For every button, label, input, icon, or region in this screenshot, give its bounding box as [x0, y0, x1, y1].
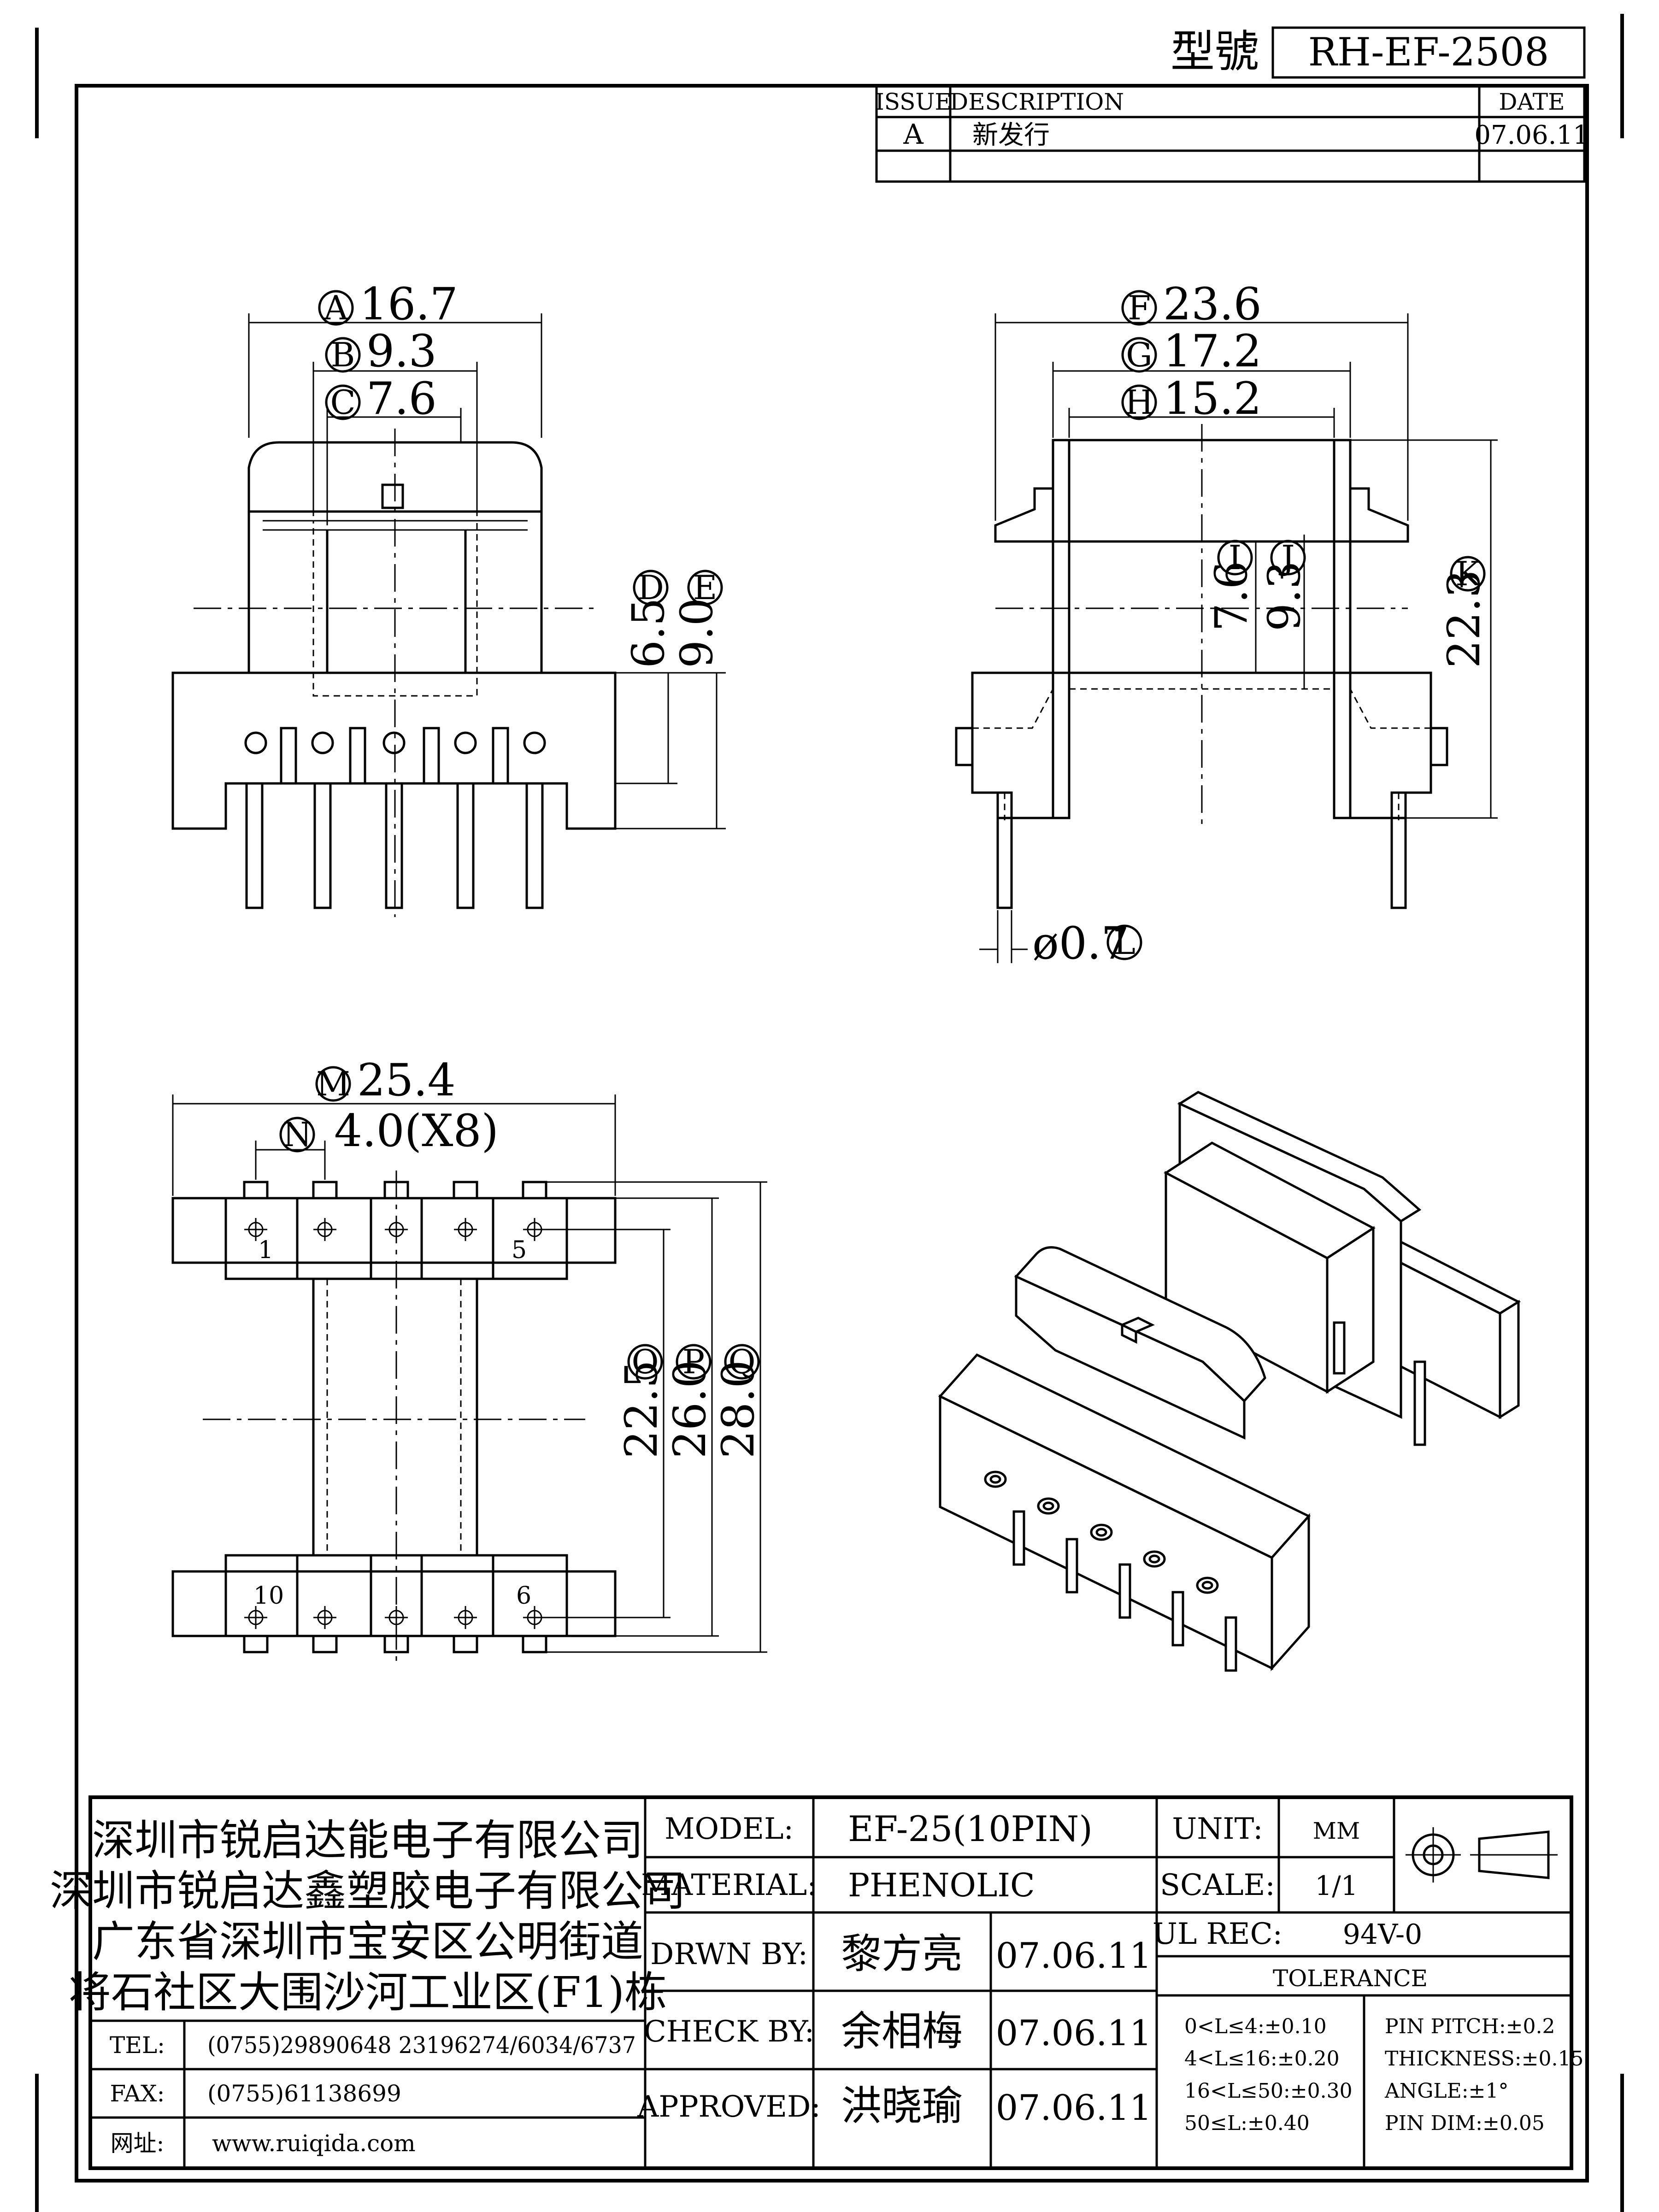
- dim-q-value: 28.0: [712, 1360, 764, 1459]
- tolerance-left-4: 50≤L:±0.40: [1184, 2112, 1310, 2135]
- company-name-1: 深圳市锐启达能电子有限公司: [92, 1816, 643, 1865]
- check-by-date: 07.06.11: [996, 2012, 1152, 2053]
- sheet-border: [75, 84, 1589, 2183]
- unit-value: MM: [1313, 1818, 1360, 1844]
- revision-table: ISSUE DESCRIPTION DATE A 新发行 07.06.11: [875, 84, 1589, 183]
- tolerance-right-4: PIN DIM:±0.05: [1385, 2112, 1545, 2135]
- isometric-view: [938, 1091, 1521, 1672]
- approved-name: 洪晓瑜: [841, 2082, 963, 2130]
- dim-label-p: P: [682, 1342, 705, 1381]
- corner-marks: [35, 14, 1624, 2212]
- dim-label-g: G: [1126, 335, 1153, 374]
- approved-label: APPROVED:: [637, 2090, 821, 2124]
- bottom-view-dimensions: M 25.4 N 4.0(X8) 1 5 10 6 O 22.5 P 26.0 …: [253, 1054, 764, 1610]
- model-no-value: RH-EF-2508: [1308, 29, 1549, 75]
- pin-number-6: 6: [516, 1582, 531, 1610]
- dim-label-q: Q: [728, 1342, 755, 1381]
- fax-label: FAX:: [110, 2080, 165, 2107]
- dim-label-m: M: [316, 1065, 350, 1103]
- company-address-1: 广东省深圳市宝安区公明街道: [92, 1917, 643, 1966]
- dim-j-value: 9.3: [1259, 561, 1310, 631]
- approved-date: 07.06.11: [996, 2087, 1152, 2128]
- dim-o-value: 22.5: [616, 1360, 667, 1459]
- revision-header-description: DESCRIPTION: [950, 88, 1124, 115]
- dim-label-n: N: [283, 1115, 312, 1154]
- tolerance-label: TOLERANCE: [1273, 1965, 1428, 1992]
- dim-g-value: 17.2: [1163, 325, 1262, 377]
- pin-number-5: 5: [512, 1236, 527, 1264]
- check-by-label: CHECK BY:: [644, 2015, 814, 2049]
- tel-label: TEL:: [110, 2032, 165, 2059]
- dim-l-value: ø0.7: [1032, 918, 1129, 969]
- pin-number-1: 1: [258, 1236, 273, 1264]
- dim-i-value: 7.6: [1206, 561, 1257, 631]
- bottom-view: [171, 1094, 767, 1664]
- model-label: MODEL:: [665, 1812, 794, 1846]
- drawn-by-name: 黎方亮: [841, 1930, 963, 1977]
- material-label: MATERIAL:: [641, 1868, 817, 1902]
- model-header: 型號 RH-EF-2508: [1171, 26, 1586, 79]
- dim-f-value: 23.6: [1163, 278, 1262, 330]
- dim-b-value: 9.3: [366, 325, 437, 377]
- scale-value: 1/1: [1315, 1870, 1358, 1901]
- unit-label: UNIT:: [1172, 1812, 1263, 1846]
- revision-date: 07.06.11: [1474, 120, 1589, 150]
- revision-header-issue: ISSUE: [875, 88, 952, 115]
- dim-h-value: 15.2: [1163, 373, 1262, 424]
- tolerance-right-2: THICKNESS:±0.15: [1385, 2047, 1583, 2071]
- dim-label-d: D: [637, 568, 664, 607]
- dim-a-value: 16.7: [359, 278, 458, 330]
- dim-label-c: C: [330, 383, 355, 422]
- web-value: www.ruiqida.com: [212, 2130, 416, 2157]
- tolerance-right-1: PIN PITCH:±0.2: [1385, 2015, 1555, 2038]
- dim-e-value: 9.0: [671, 598, 723, 668]
- company-info: 深圳市锐启达能电子有限公司 深圳市锐启达鑫塑胶电子有限公司 广东省深圳市宝安区公…: [50, 1816, 686, 2157]
- projection-symbol-icon: [1406, 1827, 1558, 1883]
- drawn-by-date: 07.06.11: [996, 1935, 1152, 1976]
- side-view-dimensions: F 23.6 G 17.2 H 15.2 I 7.6 J 9.3 K 22.3 …: [1032, 278, 1490, 969]
- dim-label-b: B: [331, 335, 355, 374]
- front-view: [171, 313, 726, 917]
- dim-k-value: 22.3: [1438, 570, 1490, 668]
- fax-value: (0755)61138699: [207, 2080, 401, 2107]
- model-value: EF-25(10PIN): [848, 1808, 1093, 1849]
- check-by-name: 余相梅: [841, 2007, 963, 2055]
- company-address-2: 将石社区大围沙河工业区(F1)栋: [69, 1968, 667, 2017]
- model-no-label: 型號: [1171, 26, 1259, 77]
- ul-rec-label: UL REC:: [1153, 1917, 1282, 1951]
- revision-header-date: DATE: [1499, 88, 1565, 115]
- company-name-2: 深圳市锐启达鑫塑胶电子有限公司: [50, 1866, 686, 1916]
- drawn-by-label: DRWN BY:: [650, 1937, 808, 1971]
- tolerance-left-3: 16<L≤50:±0.30: [1184, 2079, 1353, 2103]
- dim-m-value: 25.4: [357, 1054, 456, 1106]
- dim-p-value: 26.0: [664, 1360, 716, 1459]
- dim-label-l: L: [1113, 923, 1135, 962]
- ul-rec-value: 94V-0: [1343, 1918, 1423, 1951]
- title-block-fields: MODEL: EF-25(10PIN) MATERIAL: PHENOLIC D…: [637, 1808, 1583, 2135]
- material-value: PHENOLIC: [848, 1866, 1035, 1904]
- front-view-dimensions: A 16.7 B 9.3 C 7.6 D 6.5 E 9.0: [318, 278, 723, 668]
- dim-label-a: A: [324, 288, 348, 327]
- web-label: 网址:: [111, 2130, 165, 2157]
- tolerance-right-3: ANGLE:±1°: [1384, 2079, 1508, 2103]
- dim-label-i: I: [1229, 538, 1241, 577]
- tolerance-left-1: 0<L≤4:±0.10: [1184, 2015, 1327, 2038]
- scale-label: SCALE:: [1160, 1868, 1275, 1902]
- dim-label-k: K: [1455, 554, 1481, 593]
- tel-value: (0755)29890648 23196274/6034/6737: [207, 2032, 636, 2059]
- dim-label-o: O: [631, 1342, 659, 1381]
- revision-issue: A: [903, 118, 924, 151]
- tolerance-left-2: 4<L≤16:±0.20: [1184, 2047, 1340, 2071]
- revision-description: 新发行: [972, 120, 1050, 150]
- side-view: [955, 313, 1498, 963]
- dim-label-e: E: [693, 568, 718, 607]
- dim-c-value: 7.6: [366, 373, 437, 424]
- dim-n-value: 4.0(X8): [334, 1105, 499, 1157]
- pin-number-10: 10: [253, 1582, 284, 1610]
- title-block: [88, 1795, 1573, 2170]
- dim-label-f: F: [1128, 288, 1151, 327]
- dim-d-value: 6.5: [623, 598, 674, 668]
- dim-label-h: H: [1125, 383, 1154, 422]
